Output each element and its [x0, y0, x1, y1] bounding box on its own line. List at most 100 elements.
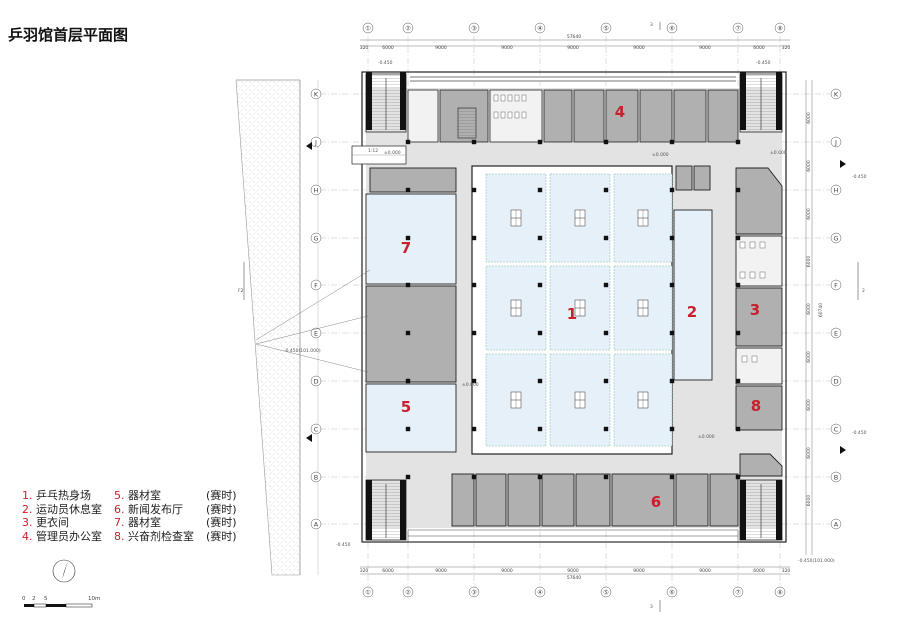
grid-label: J: [314, 139, 317, 147]
dimension-text: 6000: [806, 447, 812, 459]
grid-bubble: [468, 22, 480, 34]
room-label-3: 3: [750, 301, 760, 319]
dimension-text: 9000: [567, 45, 579, 51]
grid-bubble: [600, 586, 612, 598]
legend-item: 器材室: [128, 489, 161, 502]
dimension-text: 6000: [382, 568, 394, 574]
legend-num: 4.: [22, 529, 33, 543]
elevation-label: -0.450: [852, 174, 867, 180]
room-label-5: 5: [401, 398, 411, 416]
column: [603, 187, 609, 193]
column: [603, 474, 609, 480]
grid-label: K: [314, 91, 319, 99]
grid-bubble: [830, 136, 842, 148]
column: [735, 187, 741, 193]
room-label-7: 7: [401, 239, 411, 257]
legend-num: 8.: [114, 529, 125, 543]
grid-label: B: [314, 474, 318, 482]
grid-bubble: [732, 22, 744, 34]
grid-bubble: [310, 471, 322, 483]
column: [669, 139, 675, 145]
column: [735, 330, 741, 336]
grid-label: ⑤: [603, 589, 609, 597]
legend-note: (赛时): [206, 502, 237, 516]
column: [669, 330, 675, 336]
legend-item: 兴奋剂检查室: [128, 529, 194, 543]
locker-fixtures: [739, 241, 766, 363]
dimension-text: 9000: [501, 45, 513, 51]
column: [537, 282, 543, 288]
grid-label: G: [833, 235, 838, 243]
scale-label: 5: [44, 596, 48, 602]
column: [669, 187, 675, 193]
elevation-label: -0.450: [336, 542, 351, 548]
grid-label: D: [833, 378, 838, 386]
grid-label: ⑤: [603, 25, 609, 33]
grid-bubble: [830, 184, 842, 196]
column: [537, 330, 543, 336]
grid-bubble: [830, 327, 842, 339]
column: [405, 235, 411, 241]
column: [405, 474, 411, 480]
legend-item: 器材室: [128, 516, 161, 530]
grid-bubble: [830, 279, 842, 291]
scale-label: 10m: [88, 596, 101, 602]
dimension-text: 6000: [806, 112, 812, 124]
grid-label: ⑧: [777, 589, 783, 597]
dimension-text: 6000: [382, 45, 394, 51]
floor-level: ±0.000: [698, 434, 715, 440]
grid-bubble: [362, 586, 374, 598]
column: [537, 378, 543, 384]
grid-label: ⑦: [735, 589, 741, 597]
legend-num: 3.: [22, 516, 33, 530]
grid-bubble: [830, 88, 842, 100]
column: [603, 139, 609, 145]
core-walls: [366, 72, 782, 540]
grid-label: H: [834, 187, 839, 195]
grid-bubble: [600, 22, 612, 34]
dimension-text: 6000: [806, 495, 812, 507]
grid-label: C: [314, 426, 319, 434]
column: [537, 426, 543, 432]
dimension-total: 57640: [567, 34, 581, 40]
dimension-text: 9000: [567, 568, 579, 574]
room-label-2: 2: [687, 303, 697, 321]
scale-label: 0: [22, 596, 26, 602]
west-rooms: [365, 167, 457, 453]
column: [405, 187, 411, 193]
north-rooms: [407, 89, 739, 143]
legend-num: 6.: [114, 502, 125, 516]
grid-bubble: [468, 586, 480, 598]
dimension-edge: 320: [360, 568, 369, 574]
south-rooms: [451, 473, 739, 527]
section-markers: 3 3 F2 2: [238, 22, 865, 612]
grid-label: A: [834, 521, 839, 529]
dimension-text: 9000: [501, 568, 513, 574]
legend-note: (赛时): [206, 516, 237, 530]
grid-bubble: [666, 586, 678, 598]
grid-label: G: [313, 235, 318, 243]
dimension-text: 6000: [806, 160, 812, 172]
elevation-label: -0.450: [756, 60, 771, 66]
dimension-edge: 320: [782, 45, 791, 51]
section-mark: 3: [650, 22, 653, 28]
dimension-text: 6000: [806, 303, 812, 315]
grid-bubble: [830, 471, 842, 483]
floor-level: ±0.000: [770, 150, 787, 156]
grid-bubble: [830, 232, 842, 244]
grid-bubble: [534, 22, 546, 34]
grid-label: E: [834, 330, 838, 338]
column: [471, 426, 477, 432]
dimension-text: 6000: [806, 351, 812, 363]
grid-label: ②: [405, 25, 411, 33]
south-terrace: [407, 529, 739, 543]
elevation-label: -0.450(101.000): [284, 348, 321, 354]
column: [735, 282, 741, 288]
grid-bubble: [310, 423, 322, 435]
column: [669, 474, 675, 480]
legend-item: 管理员办公室: [36, 529, 102, 543]
column: [471, 378, 477, 384]
grid-bubble: [534, 586, 546, 598]
dimension-text: 9000: [699, 568, 711, 574]
